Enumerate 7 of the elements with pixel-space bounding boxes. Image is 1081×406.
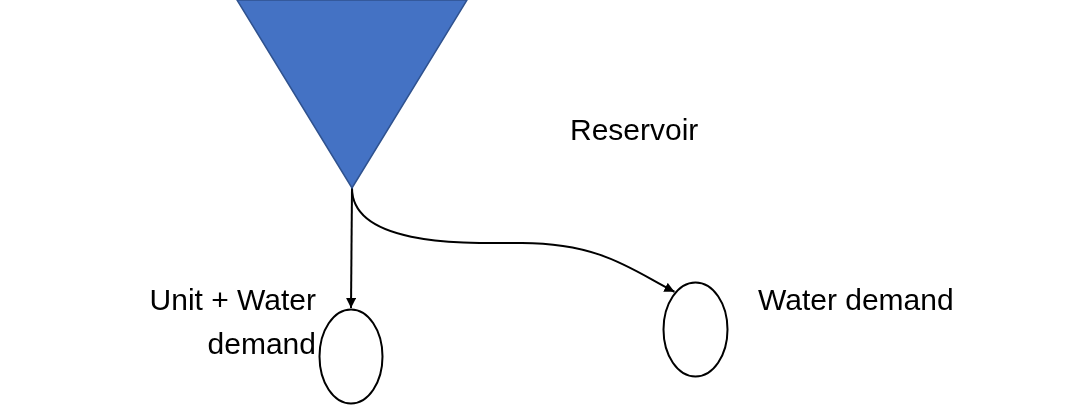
node-caption: Reservoir xyxy=(570,112,699,148)
reservoir-triangle xyxy=(237,0,467,188)
demand-ellipse xyxy=(318,308,384,405)
arrow xyxy=(351,187,676,293)
node-caption: Unit + Water demand xyxy=(148,282,316,362)
node-caption: Water demand xyxy=(758,282,954,318)
demand-ellipse xyxy=(662,281,729,378)
